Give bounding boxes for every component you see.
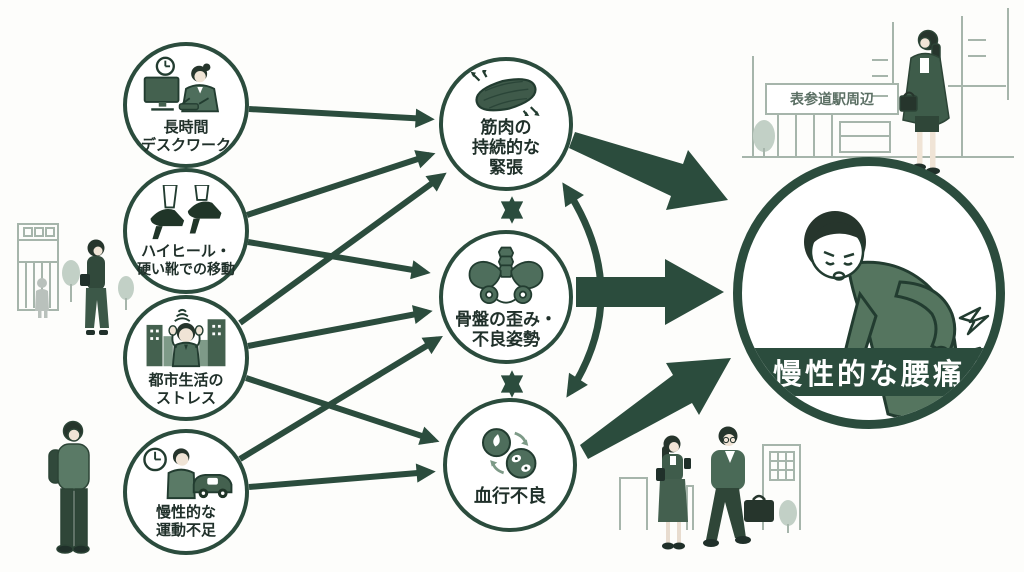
node-label: 長時間 デスクワーク (140, 119, 231, 154)
node-label: 血行不良 (474, 486, 546, 507)
node-label: 筋肉の 持続的な 緊張 (472, 117, 540, 178)
stressed-person-city-icon (136, 308, 236, 370)
tree-icon-bottom-right (779, 500, 797, 533)
desk-worker-icon (136, 55, 236, 117)
node-muscle-tension: 筋肉の 持続的な 緊張 (439, 57, 573, 191)
arrow-desk-work-to-muscle (248, 106, 435, 128)
high-heels-icon (136, 184, 236, 241)
pedestrian-man-backpack (48, 420, 90, 554)
arrow-inactivity-to-pelvis (238, 336, 443, 462)
station-sign-label: 表参道駅周辺 (789, 91, 874, 107)
street-scene-bottom-right (619, 444, 801, 530)
arrow-heels-to-muscle (246, 150, 436, 218)
outcome-label: 慢性的な腰痛 (772, 359, 965, 391)
node-desk-work: 長時間 デスクワーク (123, 42, 249, 168)
blood-cells-icon (466, 422, 554, 484)
node-label: 慢性的な 運動不足 (155, 504, 216, 539)
arrow-stress-to-muscle (238, 172, 447, 326)
outcome-banner: 慢性的な腰痛 (742, 348, 996, 396)
node-label: 都市生活の ストレス (148, 372, 224, 407)
arrow-inactivity-to-circulation (248, 463, 436, 490)
clock-car-person-icon (136, 444, 236, 502)
node-poor-circulation: 血行不良 (443, 398, 577, 532)
arrow-heels-to-pelvis (247, 239, 431, 280)
node-inactivity: 慢性的な 運動不足 (123, 429, 249, 555)
bold-arrow-pelvis-to-backpain (576, 259, 724, 325)
node-label: 骨盤の歪み・ 不良姿勢 (455, 309, 557, 349)
pedestrian-woman-phone (656, 435, 691, 550)
node-chronic-back-pain: 慢性的な腰痛 (733, 157, 1005, 429)
tree-icon (62, 260, 134, 310)
pedestrian-man-briefcase (703, 426, 774, 547)
bold-arrow-muscle-to-backpain (569, 132, 728, 210)
muscle-icon (458, 69, 554, 116)
station-scene-top-right (742, 8, 1014, 158)
node-pelvis-posture: 骨盤の歪み・ 不良姿勢 (439, 230, 573, 364)
node-city-stress: 都市生活の ストレス (123, 295, 249, 421)
arrow-stress-to-pelvis (247, 305, 433, 349)
pedestrian-woman-left (80, 239, 109, 335)
bold-arrow-circulation-to-backpain (580, 358, 731, 459)
node-high-heels: ハイヒール・ 硬い靴での移動 (123, 168, 249, 294)
tree-icon-station (753, 120, 775, 158)
pedestrian-silhouette-gray (35, 278, 49, 318)
arrow-stress-to-circulation (245, 375, 440, 445)
node-label: ハイヒール・ 硬い靴での移動 (137, 242, 235, 277)
pelvis-icon (460, 244, 552, 308)
